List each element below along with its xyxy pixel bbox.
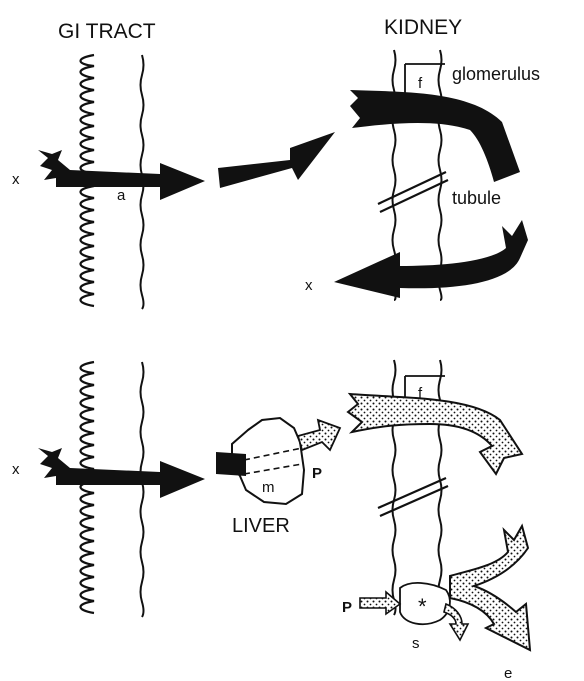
metabolism-label: m [262, 479, 275, 496]
tubule-label: tubule [452, 188, 501, 208]
kidney-header: KIDNEY [384, 16, 462, 39]
nephron-wall-right-bottom [439, 360, 442, 615]
gi-villi-bottom [81, 362, 95, 613]
liver-label: LIVER [232, 515, 290, 537]
circulation-arrow-top [218, 132, 335, 188]
carrier-asterisk: * [418, 594, 427, 619]
compound-x-bottom: x [12, 461, 20, 478]
absorption-arrow-bottom [38, 448, 205, 498]
secretion-label: s [412, 635, 420, 652]
glomerular-filtration-arrow-dotted [348, 394, 522, 474]
gi-wall-bottom [141, 362, 144, 617]
filtration-label-top: f [418, 75, 423, 92]
glomerular-filtration-arrow [350, 90, 520, 182]
product-label-upper: P [312, 465, 322, 482]
excretion-label: e [504, 665, 512, 681]
secretion-input-arrow [360, 592, 400, 614]
product-label-lower: P [342, 599, 352, 616]
excreted-x-label: x [305, 277, 313, 294]
portal-arrow [216, 452, 246, 476]
compound-x-top: x [12, 171, 20, 188]
break-mark-bottom-1 [378, 478, 446, 508]
absorption-label: a [117, 187, 126, 204]
metabolite-arrow [298, 420, 340, 450]
glomerulus-label: glomerulus [452, 64, 540, 84]
excretion-arrow-top [334, 220, 528, 298]
gi-tract-header: GI TRACT [58, 20, 156, 43]
break-mark-top-1 [378, 172, 446, 204]
secretion-output-arrow [444, 604, 468, 640]
